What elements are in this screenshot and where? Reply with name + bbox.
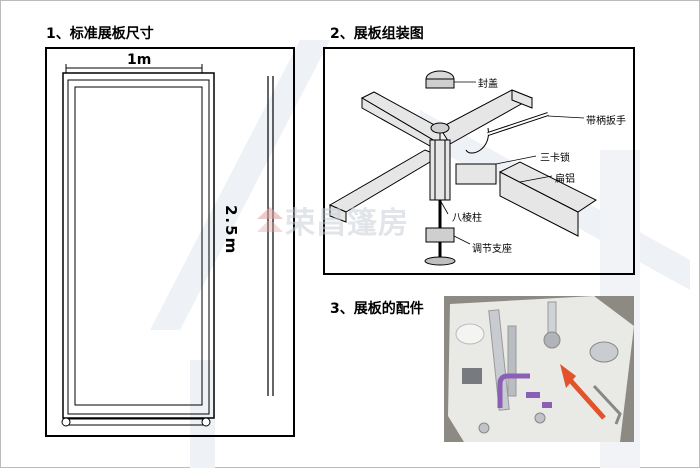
part-flat-aluminum-label: 扁铝 [555,174,575,185]
watermark-text: 荣昌篷房 [285,206,409,241]
section-3-title: 3、展板的配件 [330,301,424,317]
panel-size-frame [45,47,295,437]
section-2-title: 2、展板组装图 [330,26,424,42]
accessories-photo [444,296,634,442]
accessories-photo-content [444,296,634,442]
part-wrench-label: 带柄扳手 [586,116,626,127]
assembly-frame [323,47,635,275]
watermark-logo-icon [257,207,283,232]
part-adjustable-base-label: 调节支座 [472,244,512,255]
part-three-clip-lock-label: 三卡锁 [540,153,570,164]
watermark: 荣昌篷房 [255,198,409,242]
part-octagonal-column-label: 八棱柱 [452,213,482,224]
height-dimension-label: 2.5m [222,205,240,256]
width-dimension-label: 1m [127,52,152,68]
section-1-title: 1、标准展板尺寸 [46,26,154,42]
part-cap-label: 封盖 [478,79,498,90]
